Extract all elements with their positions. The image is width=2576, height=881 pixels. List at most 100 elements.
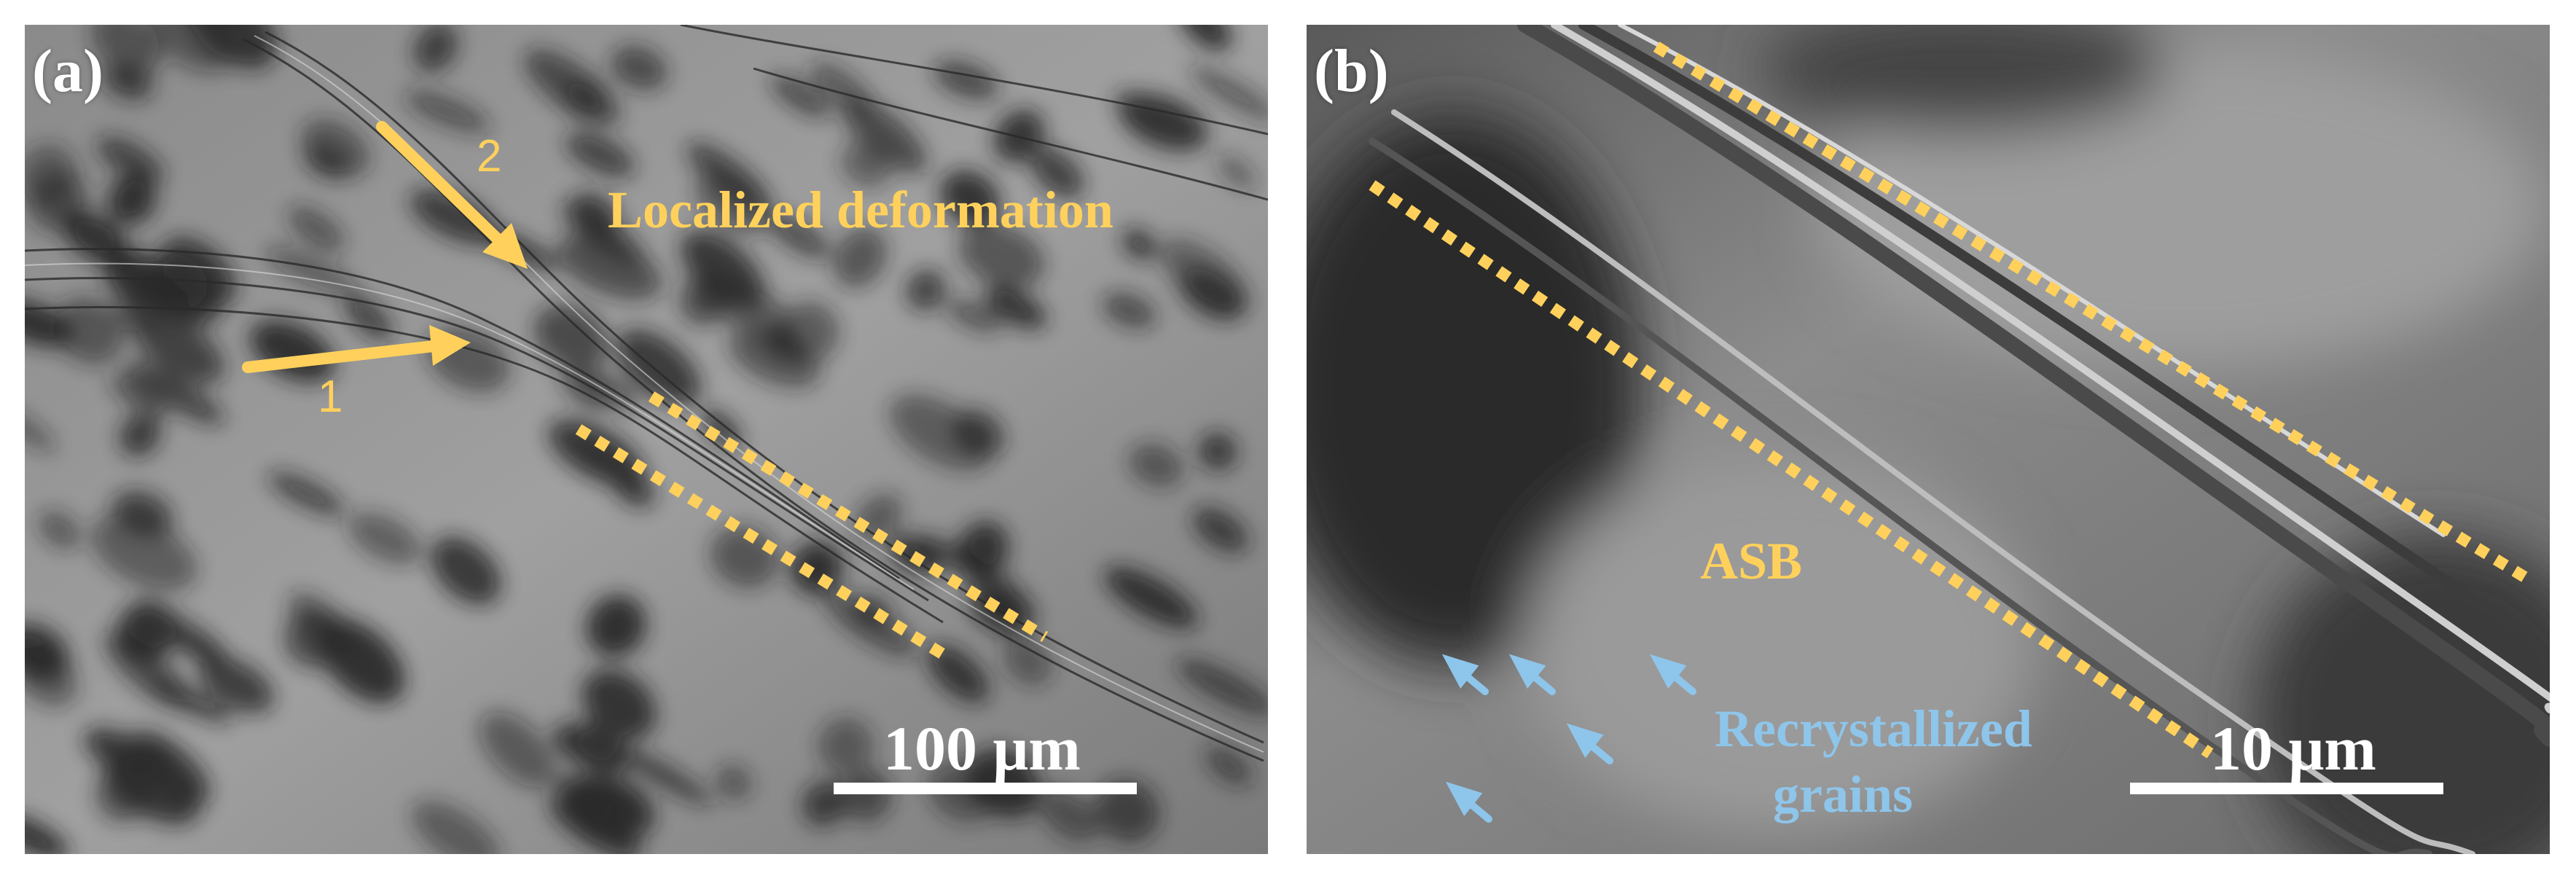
texture-blob xyxy=(1192,506,1248,553)
texture-blob xyxy=(1189,66,1268,122)
texture-blob xyxy=(267,471,345,516)
texture-blob xyxy=(616,329,701,407)
texture-blob xyxy=(686,142,772,211)
texture-blob xyxy=(411,801,501,854)
texture-blob xyxy=(1180,25,1232,50)
texture-blob xyxy=(933,60,999,100)
annotation-overlay-b xyxy=(1369,42,2531,823)
texture-blob xyxy=(1003,636,1053,686)
texture-blob xyxy=(125,361,224,425)
arrow-2-icon xyxy=(376,121,528,269)
blue-arrow-icon xyxy=(1441,654,1489,695)
texture-blob xyxy=(833,227,888,288)
texture-blob xyxy=(1121,228,1156,260)
texture-blob xyxy=(1129,443,1183,488)
texture-blob xyxy=(115,302,157,332)
asb-label: ASB xyxy=(1700,532,1803,590)
texture-blob xyxy=(198,656,274,713)
texture-blob xyxy=(413,25,458,73)
texture-blob xyxy=(1159,238,1250,315)
texture-blob xyxy=(710,525,780,589)
panel-label-b: (b) xyxy=(1314,37,1389,105)
texture-blob xyxy=(1205,745,1252,786)
texture-blob xyxy=(103,632,192,710)
sem-image-a xyxy=(25,25,1268,854)
texture-blob xyxy=(524,49,620,126)
texture-blob xyxy=(301,119,369,178)
scale-bar-line-b xyxy=(2130,783,2443,794)
texture-blob xyxy=(265,246,357,294)
texture-blob xyxy=(715,764,752,800)
localized-deformation-label: Localized deformation xyxy=(608,181,1113,239)
micrograph-panel-b: (b) ASB Recrystallized grains 10 μm xyxy=(1307,25,2550,854)
scale-bar-line-a xyxy=(834,783,1137,794)
texture-blob xyxy=(926,643,990,704)
texture-blob xyxy=(939,170,1001,226)
texture-blob xyxy=(770,75,831,118)
texture-blob xyxy=(946,299,1003,333)
arrow-2-label: 2 xyxy=(477,131,502,181)
texture-blob xyxy=(25,646,78,707)
texture-blob xyxy=(109,375,168,417)
texture-blob xyxy=(554,775,639,814)
recrystallized-arrow-icons xyxy=(1441,654,1696,823)
texture-blob xyxy=(586,595,646,657)
texture-blob xyxy=(169,630,228,666)
texture-blob xyxy=(610,45,668,90)
texture-blob xyxy=(984,286,1046,329)
texture-blob xyxy=(958,223,1045,289)
texture-blob xyxy=(565,132,635,178)
blue-arrow-icon xyxy=(1508,654,1556,695)
texture-blob xyxy=(842,98,927,173)
texture-blob xyxy=(91,25,162,77)
texture-blob xyxy=(1038,789,1100,842)
texture-blob xyxy=(90,514,197,592)
texture-blob xyxy=(107,173,157,225)
texture-blob xyxy=(614,745,713,806)
texture-blob xyxy=(25,813,69,854)
annotation-overlay-a xyxy=(242,121,1137,794)
panel-label-a: (a) xyxy=(32,37,103,105)
texture-blob xyxy=(571,192,620,239)
texture-blob xyxy=(1030,146,1084,199)
texture-blob xyxy=(582,669,656,740)
texture-blob xyxy=(823,590,917,657)
texture-blob xyxy=(348,512,423,565)
texture-blob xyxy=(28,170,87,232)
asb-boundary-line-upper-b xyxy=(1653,42,2531,584)
texture-blob xyxy=(288,592,359,656)
texture-blob xyxy=(840,769,893,823)
texture-blob xyxy=(404,90,490,133)
arrow-1-icon xyxy=(242,325,471,373)
scale-bar-label-b: 10 μm xyxy=(2210,713,2376,783)
texture-blob xyxy=(410,189,498,246)
texture-blob xyxy=(778,301,839,363)
micrograph-panel-a: (a) 2 1 Localized deformation 100 μm xyxy=(25,25,1268,854)
blue-arrow-icon xyxy=(1649,654,1696,695)
texture-blob xyxy=(1095,778,1160,843)
recrystallized-label-line2: grains xyxy=(1773,765,1914,823)
texture-blob xyxy=(119,413,161,457)
blue-arrow-icon xyxy=(1445,781,1492,823)
texture-blob xyxy=(479,712,557,788)
texture-blob xyxy=(1104,566,1199,629)
asb-boundary-line-upper xyxy=(648,391,1049,642)
texture-blob xyxy=(1175,658,1268,716)
texture-blob xyxy=(574,439,648,499)
texture-blob xyxy=(25,406,55,452)
sem-image-b xyxy=(1307,25,2550,854)
texture-blob xyxy=(25,299,73,348)
arrow-1-label: 1 xyxy=(318,372,343,422)
texture-blob xyxy=(767,213,830,259)
texture-blob xyxy=(1217,154,1256,189)
recrystallized-label-line1: Recrystallized xyxy=(1715,700,2032,758)
texture-blob xyxy=(889,394,992,471)
texture-blob xyxy=(103,752,200,825)
texture-blob xyxy=(97,136,165,184)
asb-boundary-line-lower xyxy=(575,424,954,664)
texture-blob xyxy=(818,717,874,775)
texture-blob xyxy=(556,234,662,300)
texture-blob xyxy=(53,297,125,365)
texture-blob xyxy=(1198,432,1237,471)
texture-blob xyxy=(906,269,946,311)
